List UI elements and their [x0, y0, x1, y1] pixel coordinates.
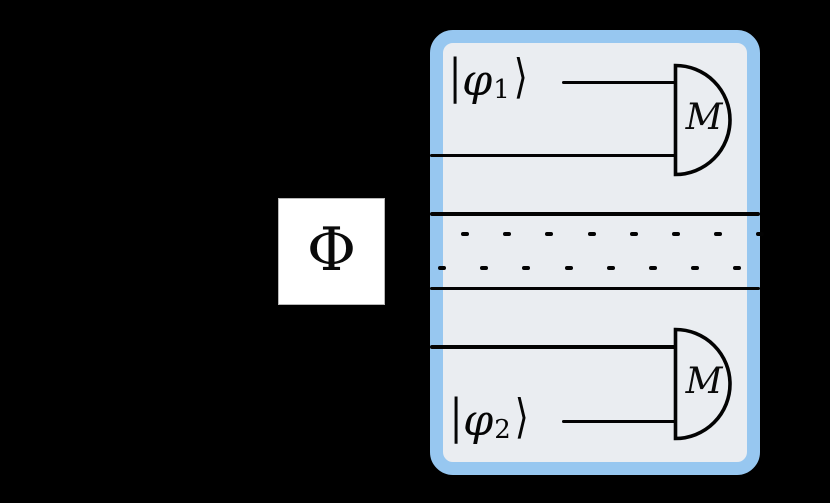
ellipsis-dot	[672, 232, 680, 236]
detector-1-label: M	[685, 96, 723, 138]
ellipsis-dot	[564, 266, 573, 270]
ellipsis-dot	[714, 232, 723, 236]
detector-1: M	[673, 63, 735, 177]
ellipsis-dot	[503, 232, 512, 236]
ket2-bar: |	[450, 390, 463, 444]
wire-ket1-to-detector	[562, 80, 677, 84]
measurement-detector-icon	[673, 327, 732, 441]
ellipsis-dot	[649, 266, 657, 270]
ket1-rangle: ⟩	[513, 50, 528, 104]
ellipsis-dot	[733, 266, 742, 270]
channel-gate-label: Φ	[306, 214, 357, 285]
ellipsis-dot	[606, 266, 615, 270]
detector-2: M	[673, 327, 735, 441]
ket2-subscript: 2	[494, 415, 511, 445]
channel-gate-box: Φ	[278, 198, 385, 305]
wire-channel-bottom-to-detector	[430, 345, 677, 349]
ellipsis-dot	[461, 232, 469, 236]
ellipsis-dot	[587, 232, 596, 236]
measurement-panel	[430, 30, 760, 475]
ellipsis-dot	[756, 232, 765, 236]
ket-label-2: | φ 2 ⟩	[450, 391, 529, 445]
ket2-symbol: φ	[463, 395, 494, 446]
wire-ket2-to-detector	[562, 419, 677, 423]
ellipsis-dot	[629, 232, 638, 236]
ellipsis-dot	[522, 266, 531, 270]
ket1-bar: |	[449, 50, 462, 104]
ellipsis-dot	[545, 232, 554, 236]
ellipsis-dot	[691, 266, 700, 270]
ket-label-1: | φ 1 ⟩	[449, 51, 528, 105]
ket1-symbol: φ	[462, 55, 493, 106]
wire-middle-lower	[430, 286, 760, 290]
detector-2-label: M	[685, 360, 723, 402]
measurement-detector-icon	[673, 63, 732, 177]
ellipsis-dot	[438, 266, 446, 270]
ellipsis-dot	[480, 266, 489, 270]
wire-middle-upper	[430, 212, 760, 216]
wire-channel-top-to-detector	[430, 153, 677, 158]
ket1-subscript: 1	[493, 75, 510, 105]
ket2-rangle: ⟩	[514, 390, 529, 444]
